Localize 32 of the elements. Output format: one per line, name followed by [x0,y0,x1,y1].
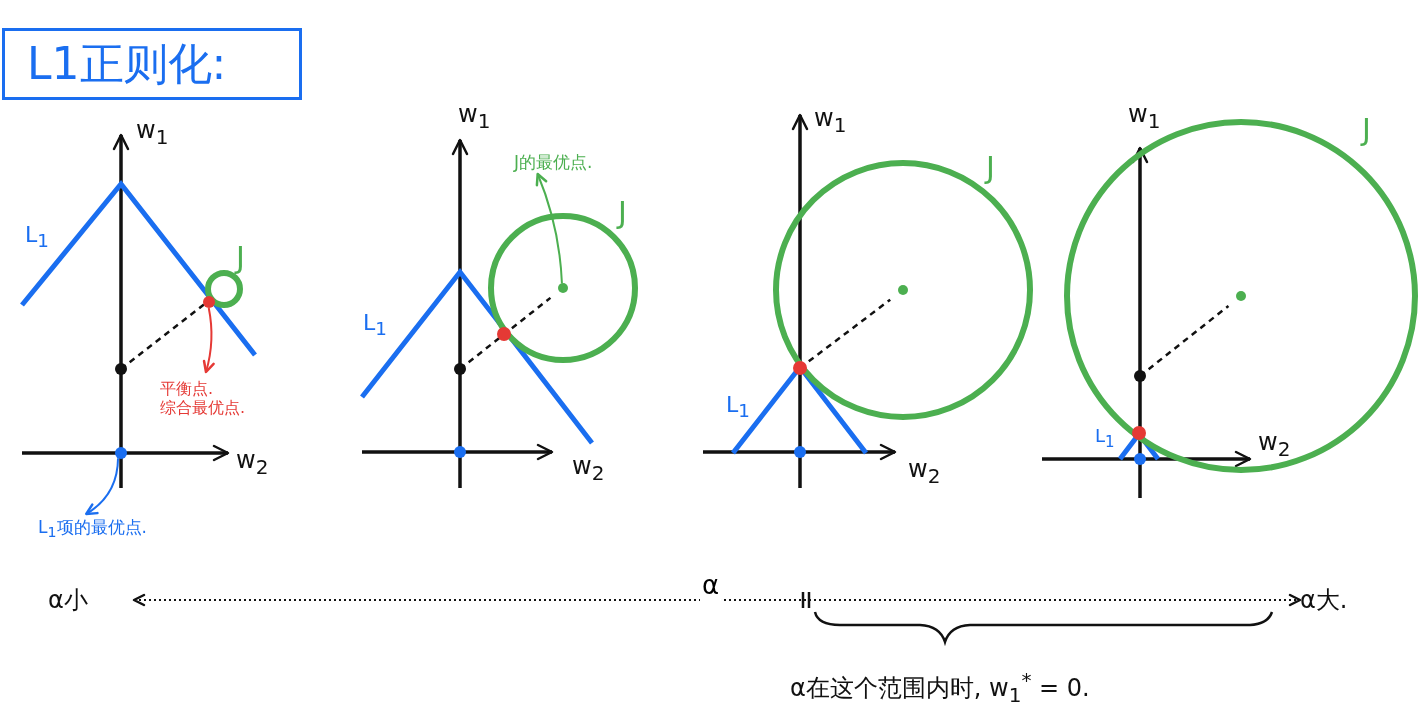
axis-label: w$_{1}$ [814,104,847,137]
annotation-text: 综合最优点. [160,398,247,418]
axis-label: w$_{2}$ [1258,428,1291,461]
curve-label: J [236,240,245,276]
point-marker [203,296,215,308]
curve-label: L$_{1}$ [25,222,49,253]
annotation-text: L$_{1}$项的最优点. [38,514,188,540]
axis-label: w$_{1}$ [458,100,491,133]
axis-label: w$_{2}$ [908,455,941,488]
title-text: L1正则化: [27,37,228,91]
curve-label: J [618,195,627,231]
curve-label: L$_{1}$ [1095,425,1115,451]
curve-label: L$_{1}$ [363,310,387,341]
leader-arrow [85,457,120,516]
point-marker [558,283,568,293]
curve-label: J [1362,112,1371,148]
scale-end-label: α大. [1300,584,1380,616]
annotation-text: 平衡点. [160,378,215,398]
axis-label: w$_{2}$ [236,446,269,479]
curve-label: J [986,150,995,186]
leader-arrow [535,172,563,285]
double-arrow [132,593,1302,607]
note-text: α在这个范围内时, w$_{1}$$^{*}$ = 0. [790,668,1090,707]
point-marker [115,447,127,459]
title-box [2,28,302,100]
axis-label: w$_{1}$ [1128,100,1161,133]
axis-label: w$_{2}$ [572,452,605,485]
annotation-text: J的最优点. [514,150,624,174]
scale-end-label: α小 [48,584,134,616]
curve-label: L$_{1}$ [726,392,750,423]
axis-label: w$_{1}$ [136,116,169,149]
leader-arrow [202,307,215,374]
